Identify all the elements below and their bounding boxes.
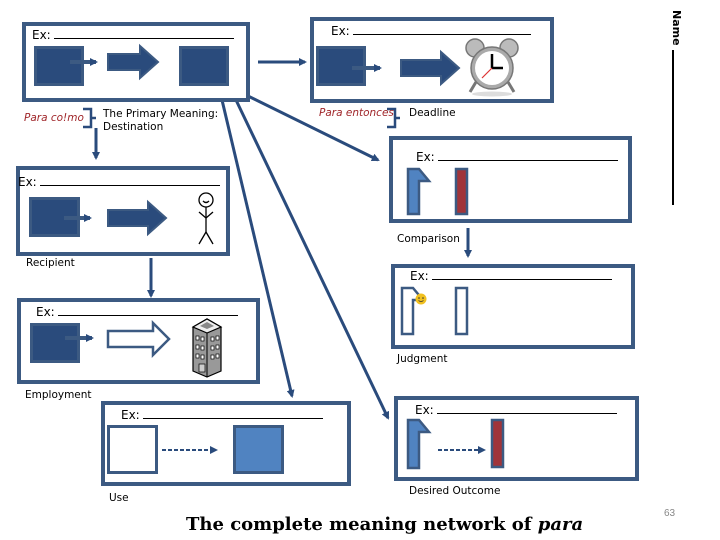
caption-para-como: Para co!mo xyxy=(24,112,84,124)
red-bar xyxy=(490,418,505,469)
block-arrow-icon xyxy=(107,199,168,237)
hollow-block-arrow-icon xyxy=(106,319,171,359)
caption-use: Use xyxy=(109,492,129,504)
caption-judgment: Judgment xyxy=(397,353,448,365)
ex-field-use[interactable]: Ex: xyxy=(121,408,323,422)
arrow-destination-to-comparison xyxy=(247,94,380,162)
name-label: Name xyxy=(670,10,683,46)
filled-target-square xyxy=(233,425,284,474)
caption-deadline: Deadline xyxy=(409,107,456,119)
slide-title: The complete meaning network of para xyxy=(186,514,584,535)
caption-para-entonces: Para entonces xyxy=(319,107,394,119)
block-arrow-icon xyxy=(400,49,461,87)
ex-field-destination[interactable]: Ex: xyxy=(32,28,234,42)
example-box-desired-outcome xyxy=(394,396,639,481)
tall-flag-bar xyxy=(406,418,432,470)
ex-field-comparison[interactable]: Ex: xyxy=(416,150,618,164)
ex-field-deadline[interactable]: Ex: xyxy=(331,24,531,38)
source-square xyxy=(29,197,80,237)
empty-source-square xyxy=(107,425,158,474)
page-number: 63 xyxy=(664,508,676,519)
block-arrow-icon xyxy=(107,43,160,81)
ex-field-recipient[interactable]: Ex: xyxy=(18,175,220,189)
bracket-para-como xyxy=(83,107,96,129)
ex-field-judgment[interactable]: Ex: xyxy=(410,269,612,283)
caption-comparison: Comparison xyxy=(397,233,460,245)
ex-field-employment[interactable]: Ex: xyxy=(36,305,238,319)
arrow-destination-to-desired-outcome xyxy=(234,99,390,420)
office-building-icon xyxy=(191,318,223,378)
example-box-judgment xyxy=(391,264,635,349)
ex-field-desired-outcome[interactable]: Ex: xyxy=(415,403,617,417)
tall-flag-bar xyxy=(406,167,432,216)
source-square xyxy=(30,323,80,363)
target-square xyxy=(179,46,229,86)
caption-employment: Employment xyxy=(25,389,92,401)
arrow-destination-to-use xyxy=(220,99,295,398)
caption-primary-meaning: The Primary Meaning:Destination xyxy=(103,108,219,133)
caption-recipient: Recipient xyxy=(26,257,75,269)
stick-figure-icon xyxy=(198,192,214,245)
empty-bar xyxy=(454,286,469,336)
name-input-line[interactable] xyxy=(672,50,674,205)
red-bar xyxy=(454,167,469,216)
smiley-face-icon xyxy=(415,293,427,305)
caption-desired-outcome: Desired Outcome xyxy=(409,485,501,497)
bracket-para-entonces xyxy=(387,107,400,129)
alarm-clock-icon xyxy=(465,38,519,97)
example-box-comparison xyxy=(389,136,632,223)
source-square xyxy=(34,46,84,86)
